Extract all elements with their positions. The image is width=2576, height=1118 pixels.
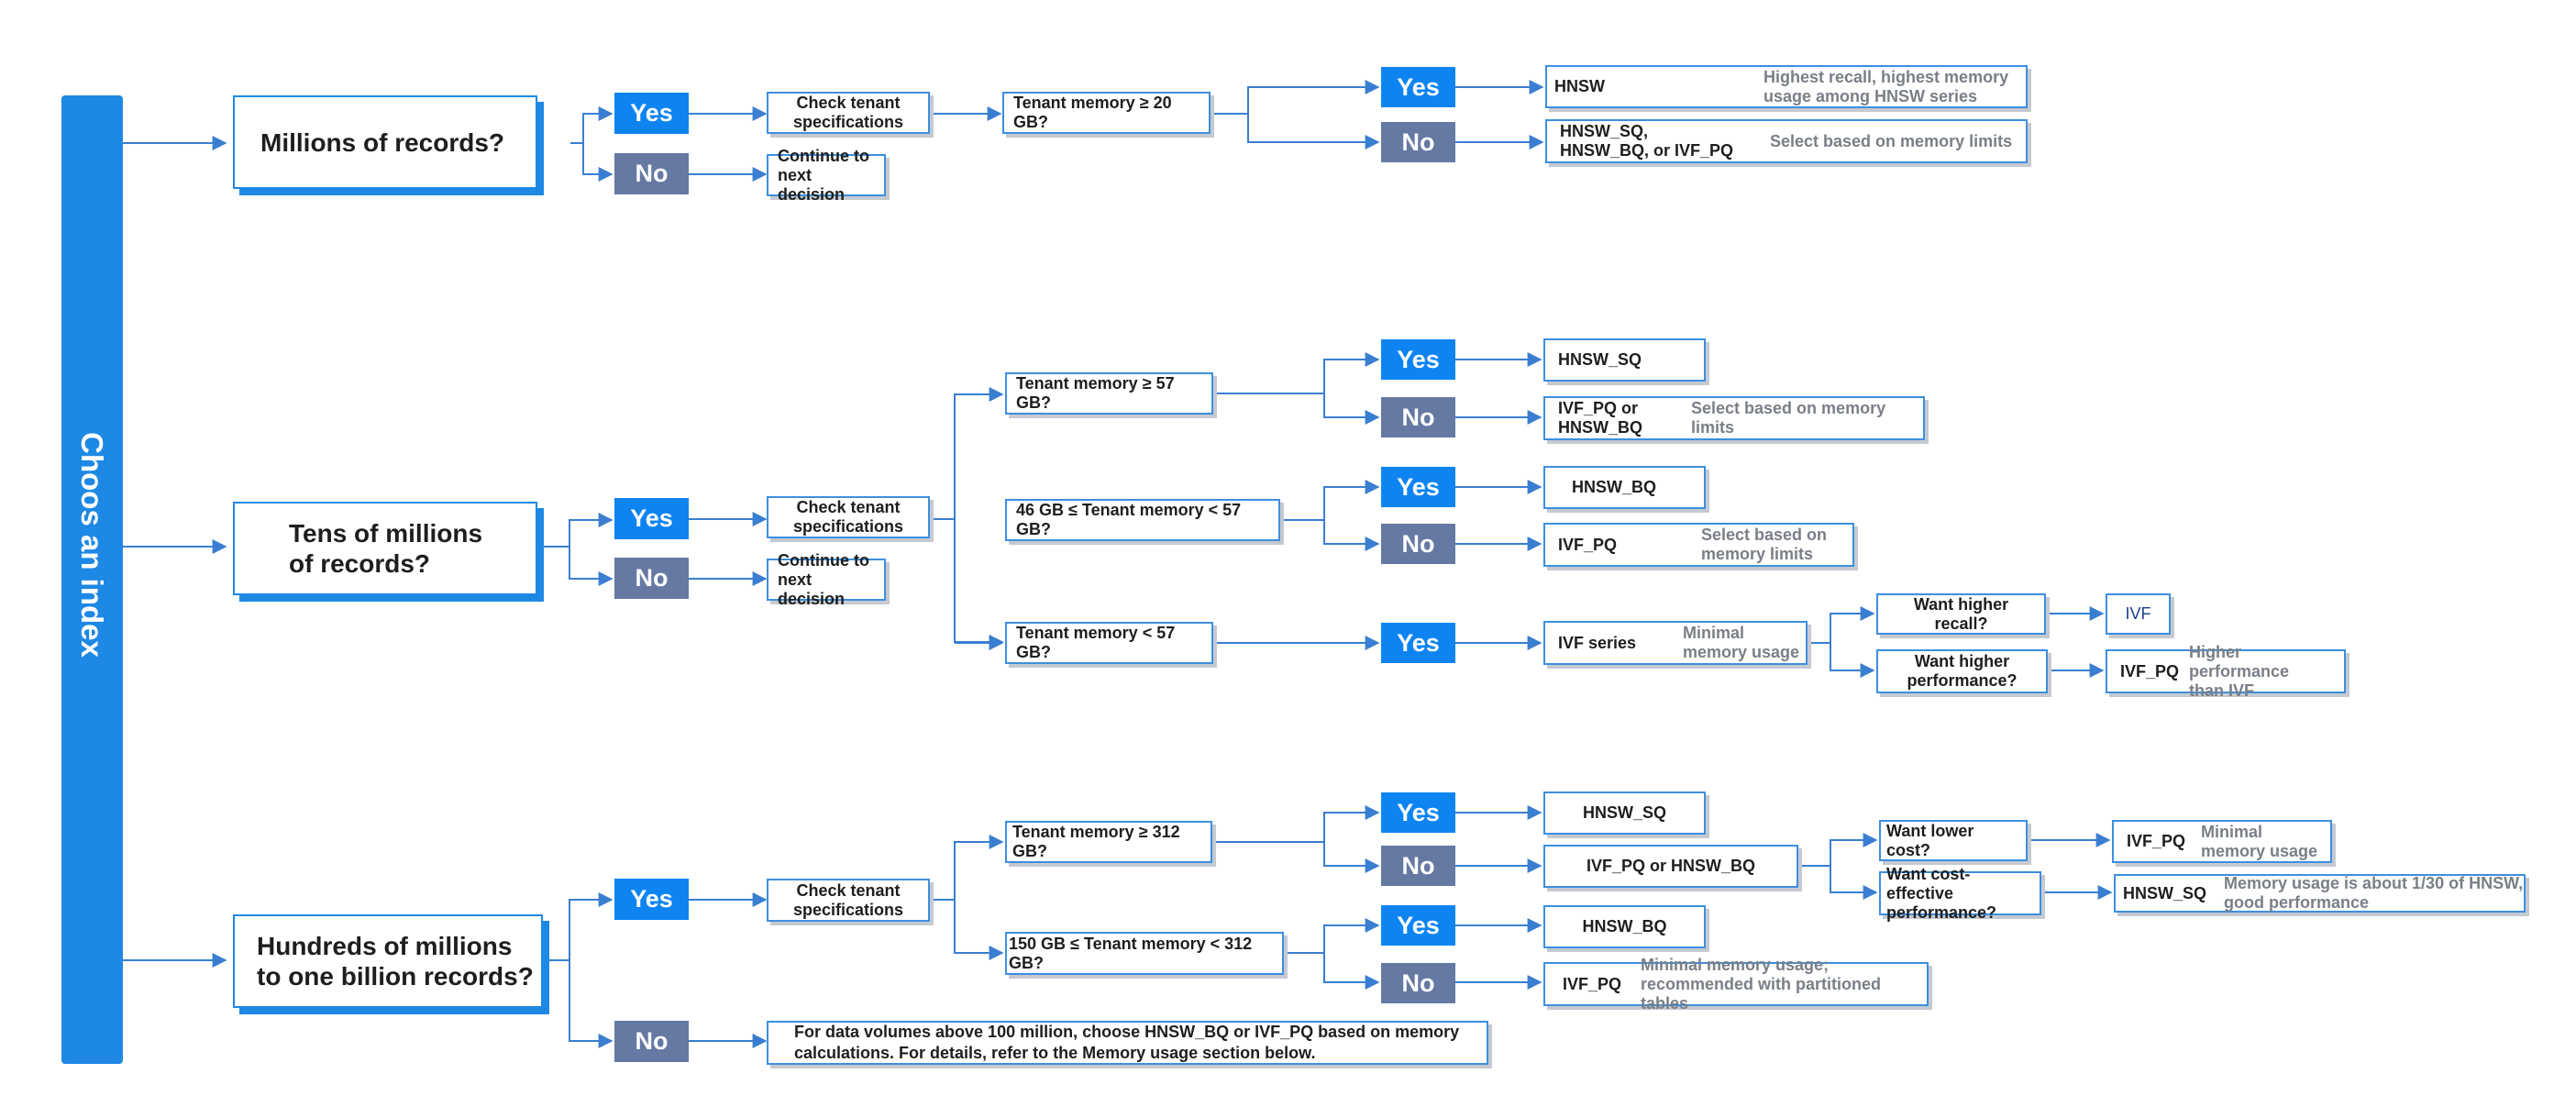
yes-badge: Yes: [1381, 67, 1455, 107]
result-ivf-pq-partitioned: IVF_PQ Minimal memory usage;recommended …: [1543, 956, 1929, 1013]
question-millions: Millions of records?: [233, 95, 537, 189]
result-hnsw-sq-cost-effective: HNSW_SQ Memory usage is about 1/30 of HN…: [2114, 874, 2526, 913]
result-hnsw-bq: HNSW_BQ: [1543, 466, 1706, 509]
condition-memory-150-312gb: 150 GB ≤ Tenant memory < 312 GB?: [1005, 932, 1284, 975]
no-badge: No: [1381, 846, 1455, 886]
no-badge: No: [1381, 122, 1455, 162]
yes-badge: Yes: [1381, 467, 1455, 507]
no-badge: No: [614, 1021, 689, 1062]
want-lower-cost: Want lower cost?: [1879, 820, 2028, 861]
condition-memory-46-57gb: 46 GB ≤ Tenant memory < 57 GB?: [1005, 499, 1280, 541]
result-hnsw-bq: HNSW_BQ: [1543, 905, 1706, 948]
yes-badge: Yes: [614, 879, 689, 920]
yes-badge: Yes: [1381, 905, 1455, 946]
yes-badge: Yes: [614, 93, 689, 134]
condition-memory-57gb: Tenant memory ≥ 57 GB?: [1005, 372, 1213, 415]
want-higher-recall: Want higher recall?: [1876, 593, 2046, 635]
condition-memory-below-57gb: Tenant memory < 57 GB?: [1005, 622, 1213, 664]
result-hnsw-sq-bq-ivfpq: HNSW_SQ,HNSW_BQ, or IVF_PQ Select based …: [1545, 119, 2028, 163]
condition-memory-20gb: Tenant memory ≥ 20 GB?: [1002, 92, 1211, 134]
result-hnsw-sq: HNSW_SQ: [1543, 338, 1706, 382]
yes-badge: Yes: [1381, 339, 1455, 380]
yes-badge: Yes: [614, 498, 689, 539]
no-badge: No: [1381, 524, 1455, 564]
sidebar-title: Choos an index: [75, 432, 109, 658]
yes-badge: Yes: [1381, 792, 1455, 833]
result-ivfpq-or-hnswbq: IVF_PQ or HNSW_BQ: [1543, 845, 1798, 888]
no-badge: No: [1381, 963, 1455, 1003]
no-badge: No: [614, 153, 689, 194]
no-badge: No: [1381, 397, 1455, 437]
no-badge: No: [614, 558, 689, 599]
yes-badge: Yes: [1381, 623, 1455, 663]
condition-memory-312gb: Tenant memory ≥ 312 GB?: [1005, 821, 1212, 863]
result-hnsw-sq: HNSW_SQ: [1543, 791, 1706, 835]
sidebar-bar: [61, 95, 123, 1064]
result-ivf: IVF: [2106, 593, 2171, 635]
note-data-volumes-above-100-million: For data volumes above 100 million, choo…: [767, 1021, 1488, 1065]
